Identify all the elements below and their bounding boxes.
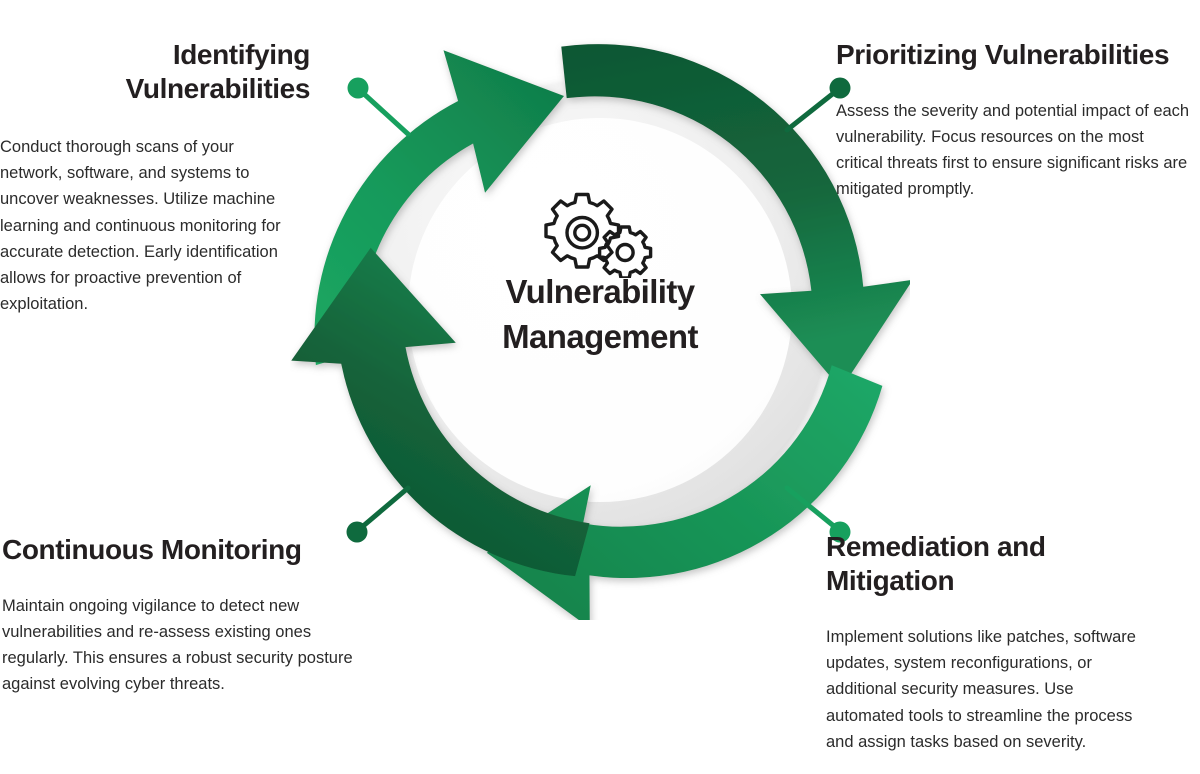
gears-icon <box>520 186 680 280</box>
cycle-wheel <box>291 44 910 620</box>
step-identifying-heading-line2: Vulnerabilities <box>125 73 311 105</box>
inner-white-disc <box>408 118 792 502</box>
step-prioritizing-vulnerabilities: Prioritizing Vulnerabilities Assess the … <box>836 38 1200 202</box>
step-identifying-vulnerabilities: Identifying Vulnerabilities Conduct thor… <box>0 38 320 317</box>
step-remediation-and-mitigation: Remediation and Mitigation Implement sol… <box>826 530 1200 755</box>
center-title-line1: Vulnerability <box>505 273 695 310</box>
connector-bottom-left <box>346 485 411 543</box>
connector-bottom-right <box>784 485 851 543</box>
step-continuous-body: Maintain ongoing vigilance to detect new… <box>2 597 353 694</box>
arrow-top-identifying <box>314 50 564 366</box>
connector-top-right <box>784 77 851 133</box>
center-title: Vulnerability Management <box>420 270 780 359</box>
step-continuous-heading: Continuous Monitoring <box>2 534 302 565</box>
step-remediation-heading: Remediation and Mitigation <box>826 530 1200 598</box>
step-remediation-heading-line2: Mitigation <box>826 565 955 597</box>
step-prioritizing-heading: Prioritizing Vulnerabilities <box>836 39 1170 70</box>
arrow-bottom-remediation <box>486 365 883 620</box>
step-prioritizing-body: Assess the severity and potential impact… <box>836 102 1190 199</box>
arrow-left-continuous <box>291 247 590 577</box>
step-identifying-body: Conduct thorough scans of your network, … <box>0 138 281 313</box>
step-continuous-monitoring: Continuous Monitoring Maintain ongoing v… <box>2 533 374 697</box>
step-remediation-body: Implement solutions like patches, softwa… <box>826 628 1136 751</box>
connector-top-left <box>347 77 411 137</box>
center-title-line2: Management <box>502 317 698 355</box>
arrow-right-prioritizing <box>561 44 910 390</box>
step-identifying-heading-line1: Identifying <box>172 39 311 70</box>
step-identifying-heading: Identifying Vulnerabilities <box>0 38 311 106</box>
step-remediation-heading-line1: Remediation and <box>826 531 1046 562</box>
